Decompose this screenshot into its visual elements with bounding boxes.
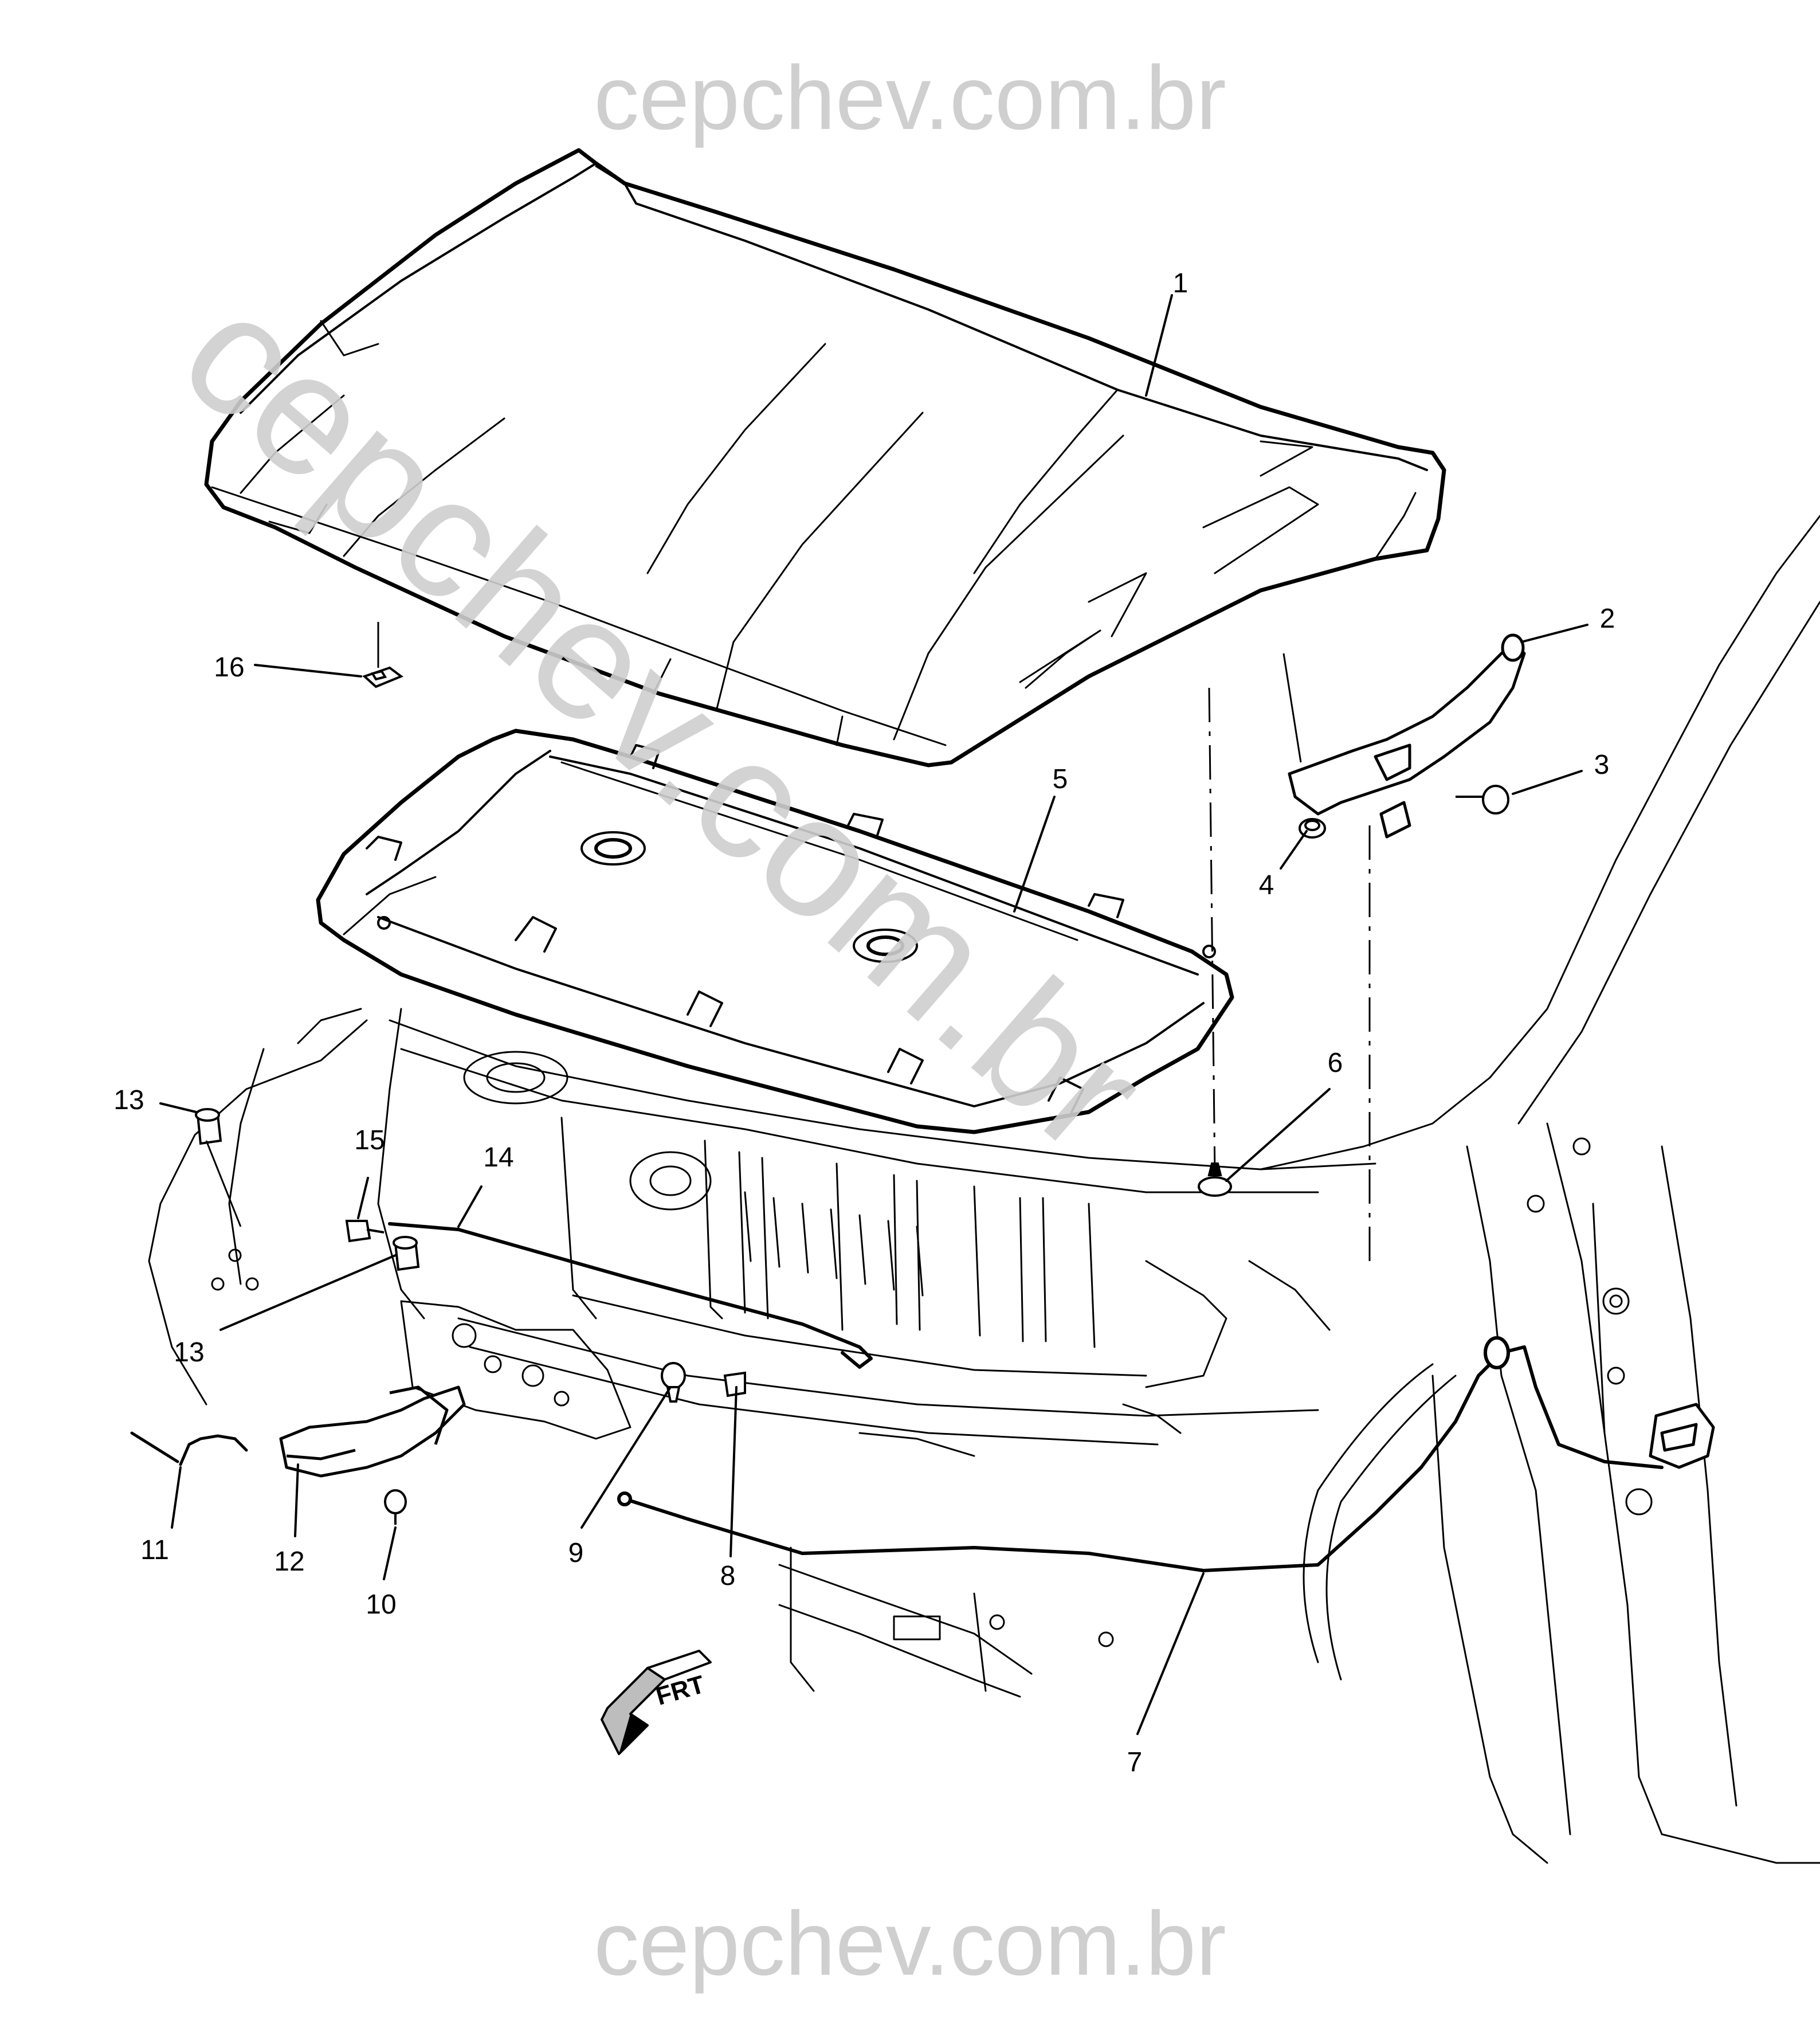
callout-16: 16 [214, 652, 244, 683]
callout-4: 4 [1259, 870, 1274, 900]
callout-11: 11 [140, 1535, 169, 1565]
release-handle [1649, 1403, 1715, 1469]
callout-leaders [159, 294, 1588, 1735]
hood-hinge [1288, 633, 1526, 839]
callout-13-top: 13 [113, 1085, 144, 1115]
hood-bumper-6 [1198, 1162, 1232, 1197]
callout-9: 9 [568, 1538, 584, 1568]
cable-clip-9 [661, 1362, 686, 1403]
hinge-bolt [1456, 785, 1509, 815]
callout-13-bottom: 13 [174, 1337, 204, 1368]
callout-14: 14 [483, 1142, 513, 1173]
callout-1: 1 [1173, 268, 1189, 299]
callout-12: 12 [274, 1546, 304, 1577]
hood-striker-16 [362, 666, 404, 688]
cable-clip-8 [723, 1371, 746, 1397]
latch-bolt-10 [384, 1489, 407, 1525]
hood-bumper-13b [393, 1236, 420, 1271]
callout-15: 15 [354, 1125, 385, 1156]
front-arrow-icon [601, 1650, 712, 1755]
callout-3: 3 [1594, 750, 1610, 780]
hood-panel [204, 148, 1446, 768]
hood-insulator-pad [316, 729, 1234, 1134]
callout-5: 5 [1053, 764, 1068, 794]
hood-bumper-13a [195, 1108, 222, 1145]
body-front-structure [148, 515, 1820, 1864]
cable-clip-15 [345, 1220, 385, 1243]
callout-2: 2 [1600, 604, 1615, 634]
hood-latch-12 [279, 1385, 466, 1478]
release-cable-14 [388, 1222, 873, 1369]
watermark-bottom: cepchev.com.br [594, 1893, 1226, 1994]
front-orientation-marker: FRT [601, 1650, 712, 1755]
callout-7: 7 [1127, 1747, 1143, 1777]
release-cable-7 [617, 1336, 1664, 1572]
callout-6: 6 [1328, 1048, 1343, 1078]
callout-10: 10 [366, 1589, 396, 1620]
callout-8: 8 [720, 1561, 736, 1591]
watermark-top: cepchev.com.br [594, 48, 1226, 148]
alignment-lines [205, 622, 1371, 1261]
callout-labels: 1 2 3 4 5 6 7 8 9 10 11 12 13 13 14 15 1… [113, 268, 1615, 1777]
cable-end-11 [130, 1431, 248, 1466]
